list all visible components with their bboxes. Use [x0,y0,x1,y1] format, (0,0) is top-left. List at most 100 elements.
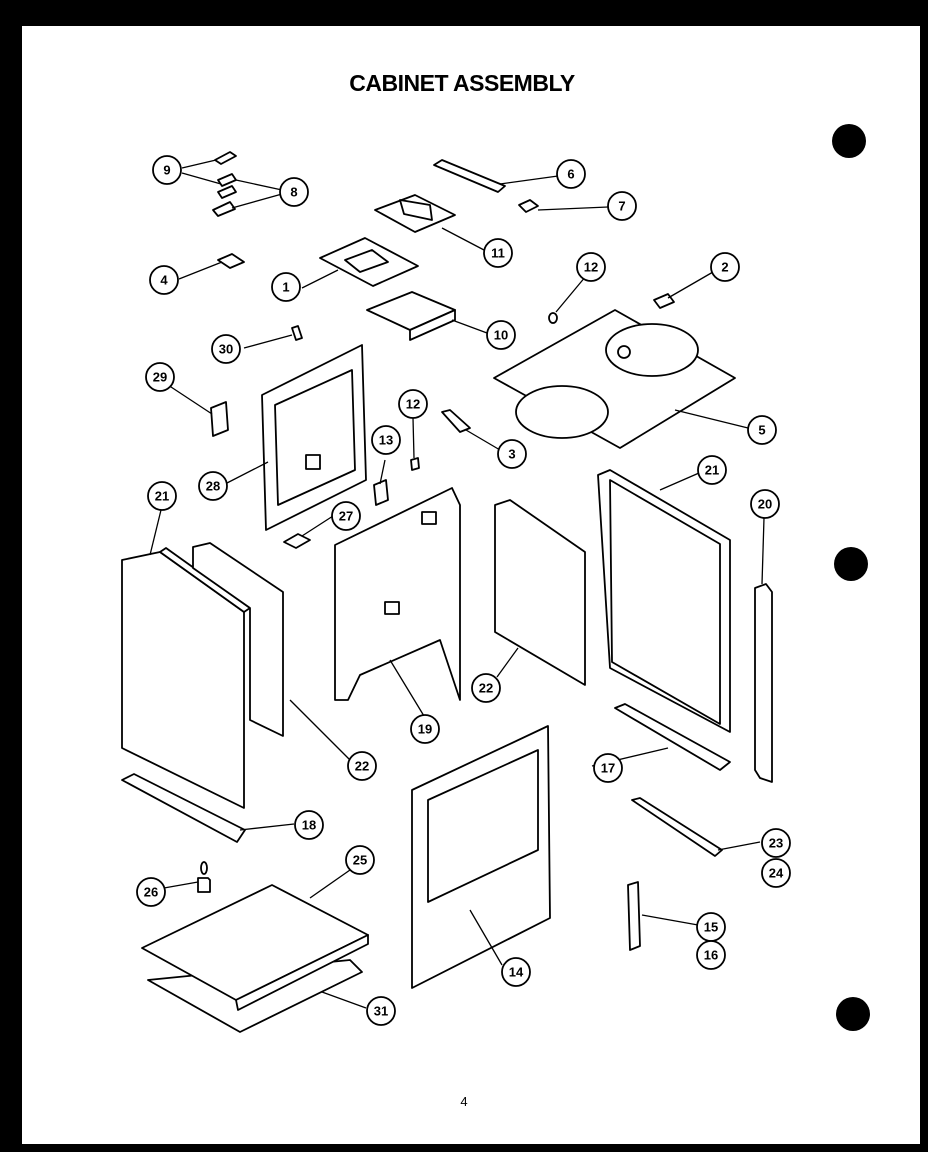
part-6-strip [433,159,506,193]
part-12-clip [410,457,420,471]
part-11-bracket [374,194,456,233]
callout-label-13: 13 [379,433,393,448]
callout-circle-22b [347,751,377,781]
part-10-channel [366,291,456,341]
part-28-rear-panel [261,344,367,531]
callout-circle-20 [750,489,780,519]
callout-label-17: 17 [601,761,615,776]
callout-circle-12b [398,389,428,419]
callout-circle-5 [747,415,777,445]
callout-circle-27 [331,501,361,531]
callout-label-4: 4 [160,273,168,288]
callout-circle-11 [483,238,513,268]
part-17-rail [614,703,731,771]
part-26-leveler [197,861,211,893]
callout-label-8: 8 [290,185,297,200]
callout-label-29: 29 [153,370,167,385]
callout-label-24: 24 [769,866,784,881]
part-23-24-rail [631,797,723,857]
page-title: CABINET ASSEMBLY [349,70,575,96]
callout-label-11: 11 [491,246,505,261]
callout-label-10: 10 [494,328,508,343]
callout-circle-26 [136,877,166,907]
part-20-trim [754,583,773,783]
callout-label-12a: 12 [584,260,598,275]
part-19-center-panel [334,487,461,701]
callout-circle-28 [198,471,228,501]
callout-circle-6 [556,159,586,189]
part-4-bracket [217,253,245,269]
callout-label-26: 26 [144,885,158,900]
callout-circle-19 [410,714,440,744]
part-22-left-inner-panel [192,542,284,737]
callout-label-2: 2 [721,260,728,275]
part-1-plate [319,237,419,287]
callout-circle-16 [696,940,726,970]
callout-label-16: 16 [704,948,718,963]
callout-label-23: 23 [769,836,783,851]
part-7-block [518,199,539,213]
callout-circle-9 [152,155,182,185]
part-13-bracket [373,479,389,506]
callout-circle-29 [145,362,175,392]
callout-label-5: 5 [758,423,765,438]
part-15-16-hinge [627,881,641,951]
callout-label-15: 15 [704,920,718,935]
callout-label-3: 3 [508,447,515,462]
callout-label-21a: 21 [155,489,169,504]
callout-label-30: 30 [219,342,233,357]
callout-circle-13 [371,425,401,455]
part-9-bracket [214,151,237,165]
callout-label-1: 1 [282,280,289,295]
callout-label-7: 7 [618,199,625,214]
callout-circle-21a [147,481,177,511]
callout-circle-4 [149,265,179,295]
part-29-plate [210,401,229,437]
callout-circle-3 [497,439,527,469]
callout-label-19: 19 [418,722,432,737]
callout-circle-10 [486,320,516,350]
callout-circle-21b [697,455,727,485]
part-21-right-side-panel [597,469,731,733]
callout-label-9: 9 [163,163,170,178]
part-8-clips [212,173,237,217]
callout-label-28: 28 [206,479,220,494]
part-22-center-panel [494,499,586,686]
callout-label-20: 20 [758,497,772,512]
callout-label-18: 18 [302,818,316,833]
callout-label-25: 25 [353,853,367,868]
callout-circle-12a [576,252,606,282]
callout-circle-24 [761,858,791,888]
callout-label-21b: 21 [705,463,719,478]
callout-label-6: 6 [567,167,574,182]
binder-holes [832,124,870,1031]
callout-label-22a: 22 [479,681,493,696]
callout-circle-17 [593,753,623,783]
callout-circle-30 [211,334,241,364]
callout-circle-25 [345,845,375,875]
callout-circle-1 [271,272,301,302]
part-30-screw [291,325,303,341]
callout-bubbles: 9 8 6 7 11 4 1 12 2 30 10 29 12 5 13 3 28 21 21 20 27 22 19 22 1… [136,155,791,1026]
callout-circle-8 [279,177,309,207]
callout-label-22b: 22 [355,759,369,774]
callout-circle-31 [366,996,396,1026]
page-number: 4 [460,1094,468,1109]
callout-circle-2 [710,252,740,282]
part-25-tray [141,884,369,1011]
part-27 [283,533,311,549]
callout-label-27: 27 [339,509,353,524]
part-3-bracket [441,409,471,433]
callout-circle-18 [294,810,324,840]
part-14-front-frame [411,725,551,989]
part-5-cooktop-base [493,309,736,449]
callout-circle-14 [501,957,531,987]
callout-circle-22a [471,673,501,703]
callout-label-14: 14 [509,965,524,980]
callout-circle-23 [761,828,791,858]
callout-circle-7 [607,191,637,221]
callout-label-31: 31 [374,1004,388,1019]
part-12-grommet [548,312,558,324]
callout-label-12b: 12 [406,397,420,412]
